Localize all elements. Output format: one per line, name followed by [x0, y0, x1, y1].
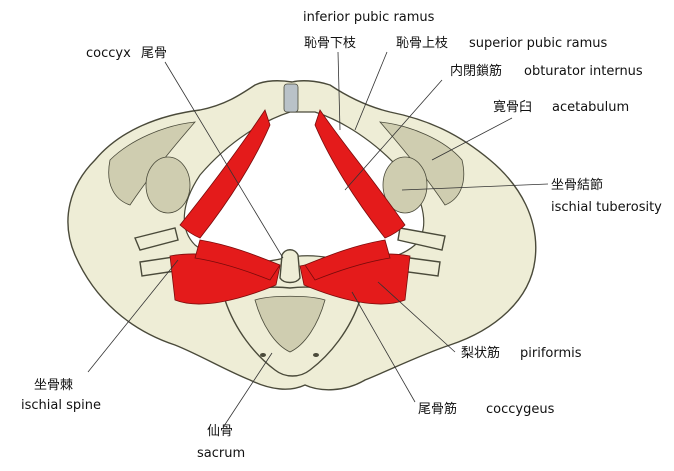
leader-acetabulum: [431, 117, 513, 161]
piriformis-left: [194, 239, 281, 281]
label-piriformis-en: piriformis: [520, 346, 582, 361]
label-sacrum-jp: 仙骨: [207, 424, 234, 439]
leader-coccygeus: [351, 291, 416, 403]
label-coccyx: coccyx 尾骨: [86, 46, 167, 61]
label-acetabulum-en: acetabulum: [552, 100, 630, 115]
label-acetabulum-jp: 寛骨臼: [493, 100, 533, 115]
leader-sacrum: [223, 352, 273, 427]
label-obturator-internus-en: obturator internus: [524, 64, 643, 79]
label-coccygeus-jp: 尾骨筋: [418, 402, 458, 417]
label-superior-pubic-ramus-en: superior pubic ramus: [469, 36, 608, 51]
label-sacrum-en: sacrum: [197, 446, 246, 461]
leader-lines: [87, 51, 549, 427]
right-acetabulum: [382, 156, 428, 214]
sacrum-ridge: [254, 295, 326, 353]
coccyx-bone: [279, 249, 301, 284]
sacral-foramen: [260, 353, 266, 357]
leader-superior-pubic-ramus: [354, 51, 388, 131]
leader-ischial-tuberosity: [401, 183, 549, 191]
label-ischial-spine-en: ischial spine: [21, 398, 101, 413]
label-coccygeus-en: coccygeus: [486, 402, 555, 417]
obturator-internus-right: [314, 109, 406, 239]
obturator-internus-left: [179, 109, 271, 239]
sacral-foramen: [313, 353, 319, 357]
leader-obturator-internus: [344, 79, 443, 191]
piriformis-right: [304, 239, 391, 281]
label-ischial-tuberosity-jp: 坐骨結節: [551, 178, 604, 193]
right-iliac-fossa: [379, 121, 465, 206]
label-superior-pubic-ramus-jp: 恥骨上枝: [396, 36, 449, 51]
label-piriformis-jp: 梨状筋: [461, 346, 501, 361]
label-coccyx-jp: 尾骨: [140, 46, 167, 61]
label-ischial-tuberosity-en: ischial tuberosity: [551, 200, 662, 215]
left-acetabulum: [145, 156, 191, 214]
leader-piriformis: [377, 281, 456, 353]
leader-coccyx: [164, 61, 284, 259]
label-coccyx-en: coccyx: [86, 46, 131, 61]
ischial-spine-left: [134, 227, 179, 251]
label-inferior-pubic-ramus-jp: 恥骨下枝: [304, 36, 357, 51]
pubic-symphysis: [283, 83, 299, 113]
leader-inferior-pubic-ramus: [337, 51, 341, 131]
ischial-spine-right: [397, 227, 446, 251]
label-ischial-spine-jp: 坐骨棘: [34, 378, 74, 393]
leader-ischial-spine: [87, 259, 179, 373]
label-obturator-internus-jp: 内閉鎖筋: [450, 64, 503, 79]
label-inferior-pubic-ramus-en: inferior pubic ramus: [303, 10, 435, 25]
left-iliac-fossa: [108, 121, 196, 206]
